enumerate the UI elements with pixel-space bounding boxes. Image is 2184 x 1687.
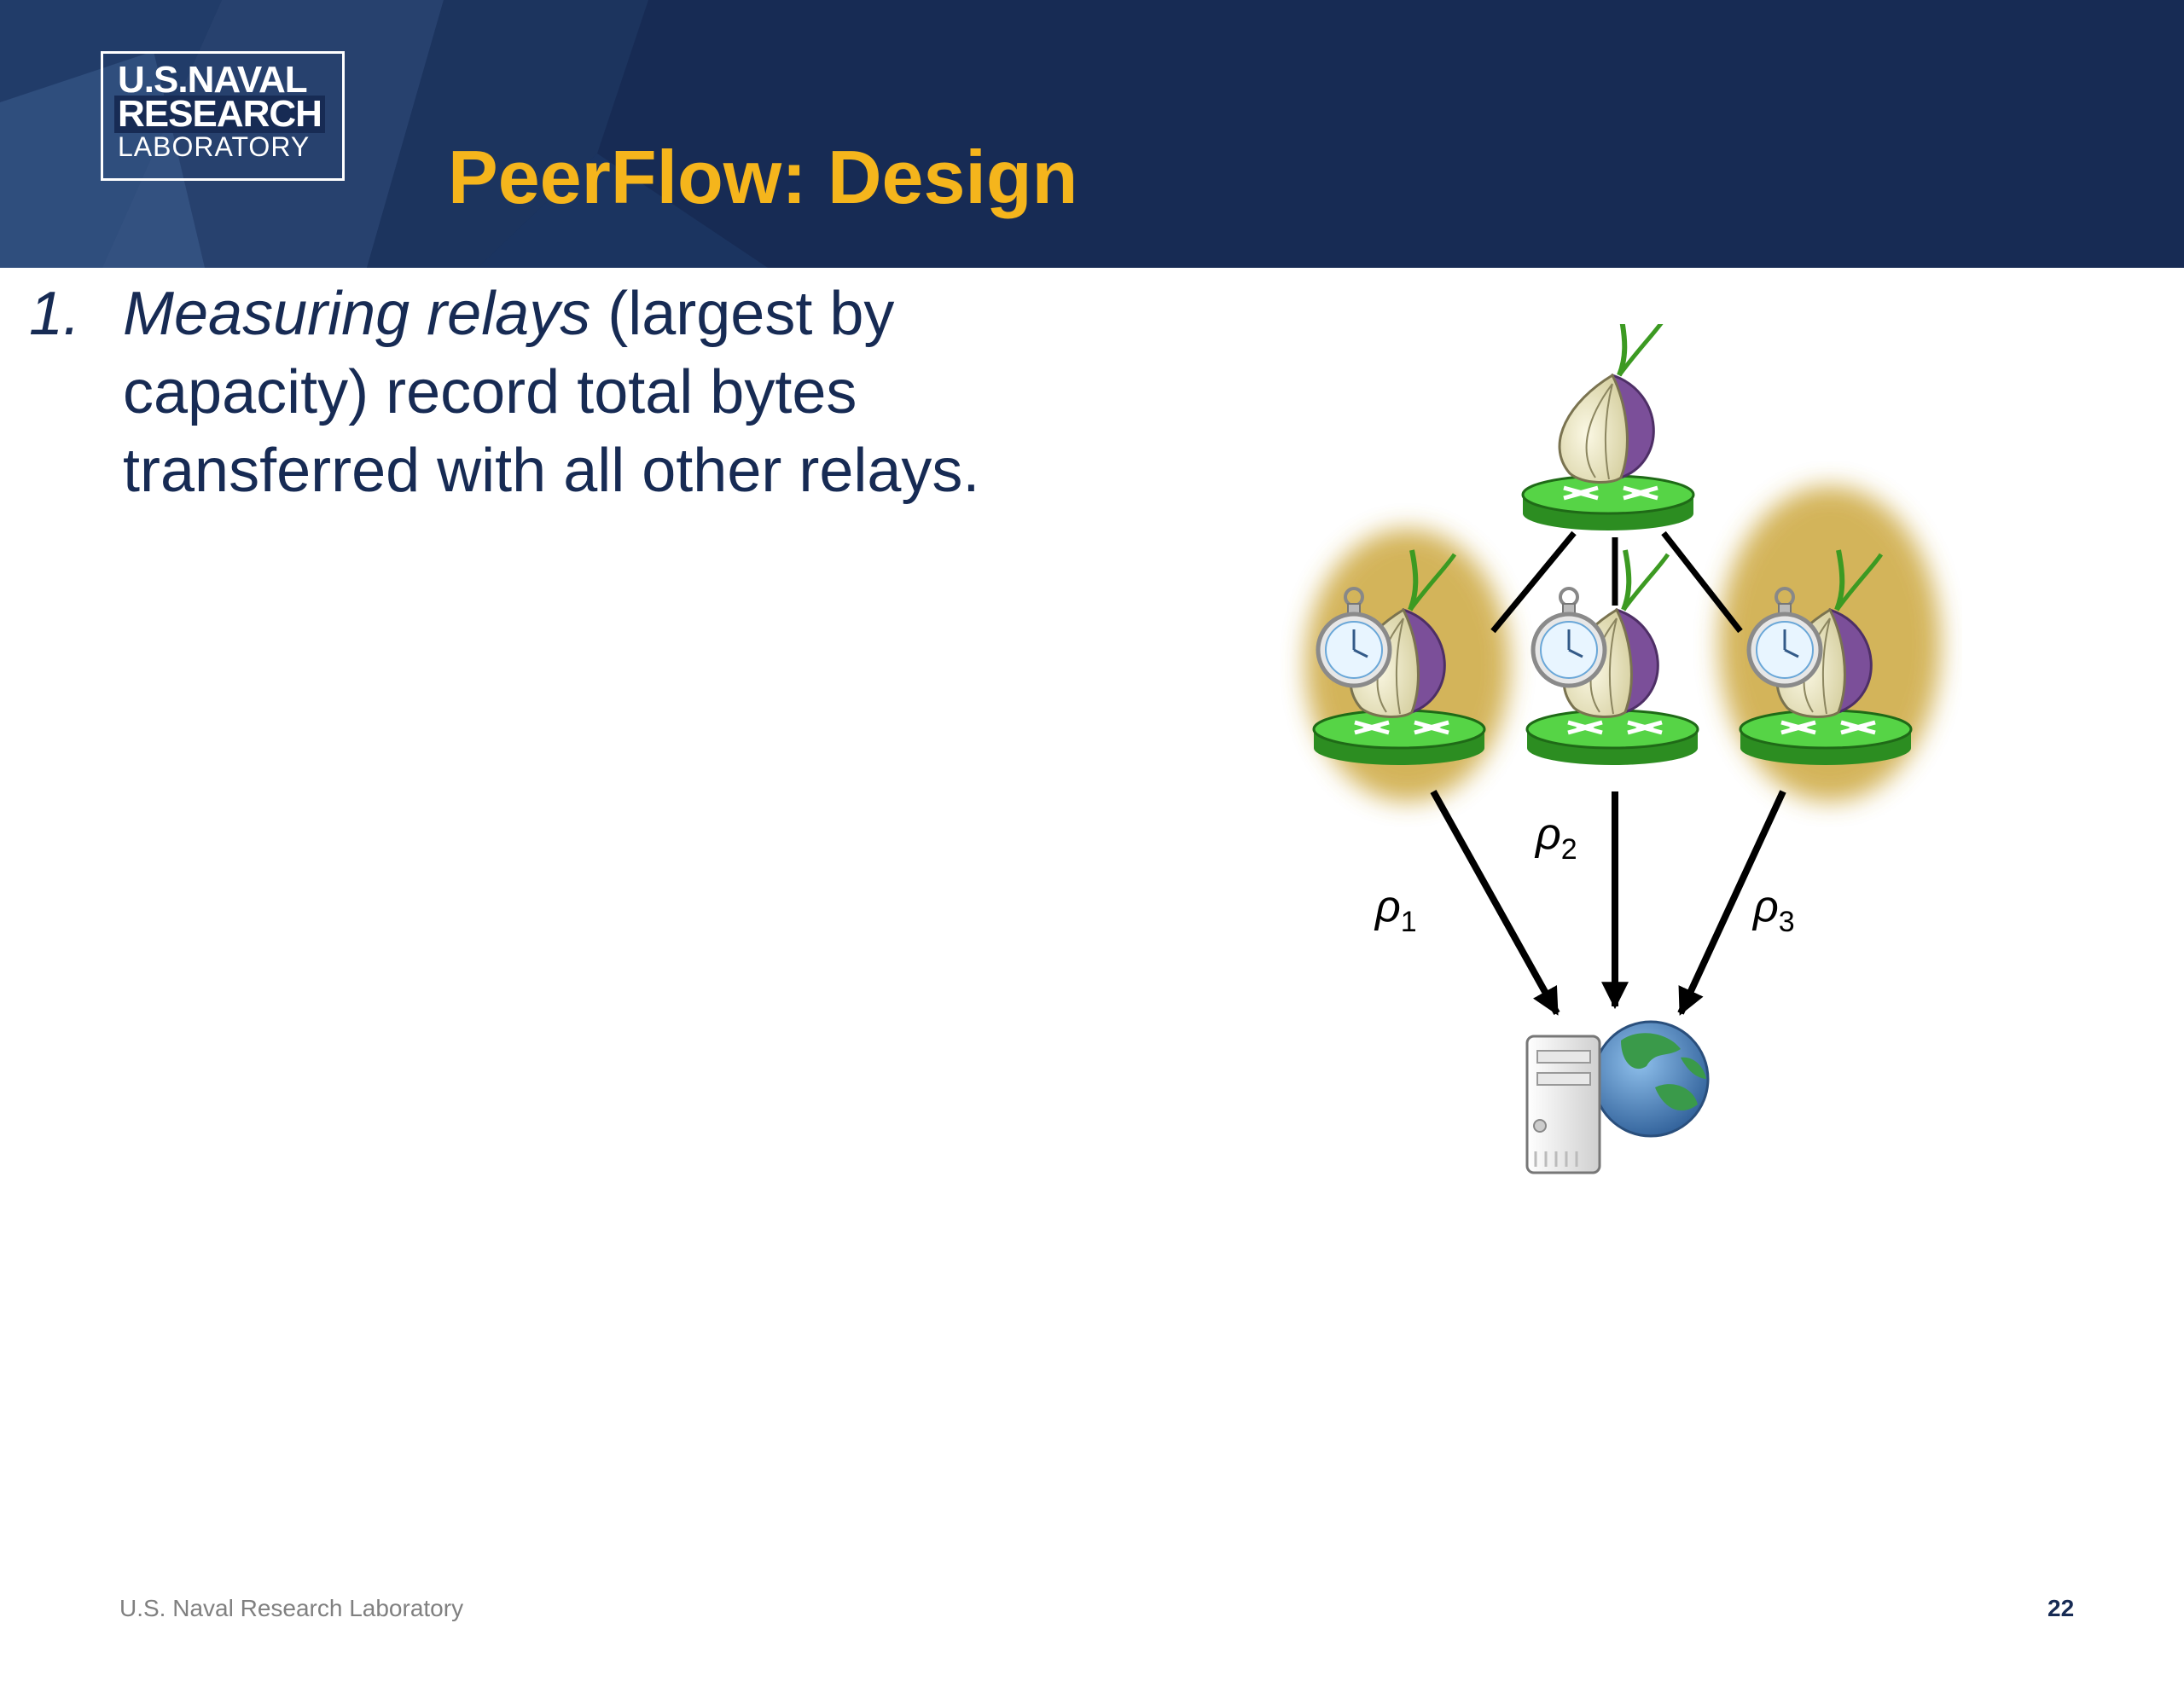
stopwatch-icon	[1533, 588, 1605, 686]
bullet-rest-1: (largest by	[590, 280, 895, 348]
destination-server-globe-icon	[1525, 1020, 1710, 1174]
bullet-text: Measuring relays (largest by capacity) r…	[123, 275, 1112, 510]
arrow-rho3	[1677, 790, 1786, 1016]
slide-header: U.S.NAVAL RESEARCH LABORATORY PeerFlow: …	[0, 0, 2184, 268]
nrl-logo-frame	[101, 51, 345, 181]
footer-organization: U.S. Naval Research Laboratory	[119, 1595, 464, 1621]
label-rho3: ρ3	[1751, 882, 1795, 938]
label-rho1: ρ1	[1374, 882, 1417, 938]
relay-top	[1523, 324, 1693, 530]
page-number: 22	[2048, 1595, 2075, 1621]
link-top-right	[1661, 530, 1743, 634]
header-background-pattern	[0, 0, 768, 268]
nrl-logo: U.S.NAVAL RESEARCH LABORATORY	[101, 61, 346, 189]
link-top-left	[1490, 530, 1577, 634]
logo-line-2: RESEARCH	[114, 96, 325, 133]
slide-title: PeerFlow: Design	[448, 135, 1078, 219]
bullet-number: 1.	[29, 280, 81, 348]
logo-line-3: LABORATORY	[118, 131, 311, 162]
bullet-emphasis: Measuring relays	[123, 280, 591, 348]
peerflow-diagram: ρ1 ρ2 ρ3	[1305, 324, 1941, 1174]
bullet-line-2: capacity) record total bytes	[123, 358, 857, 426]
logo-line-1: U.S.NAVAL	[118, 59, 308, 101]
bullet-line-3: transferred with all other relays.	[123, 437, 980, 505]
arrow-rho1	[1430, 790, 1560, 1016]
label-rho2: ρ2	[1534, 809, 1577, 866]
